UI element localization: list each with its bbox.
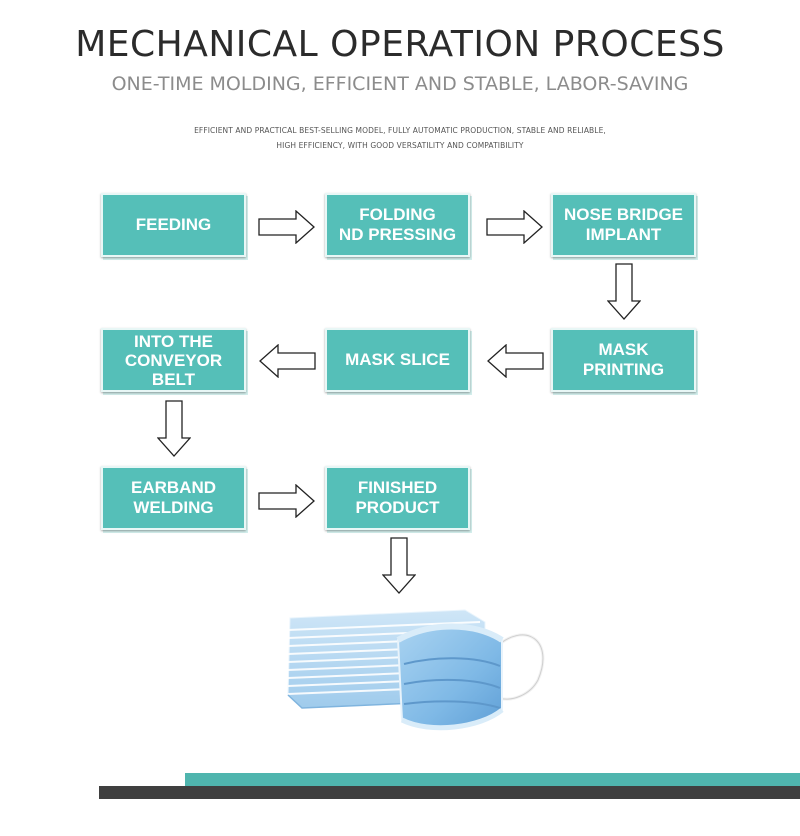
step-earband-welding: EARBAND WELDING	[101, 466, 246, 530]
single-mask	[396, 623, 504, 731]
step-finished-product: FINISHED PRODUCT	[325, 466, 470, 530]
arrow-right-icon	[258, 484, 315, 518]
arrow-right-icon	[486, 210, 543, 244]
step-nose-bridge-implant: NOSE BRIDGE IMPLANT	[551, 193, 696, 257]
step-mask-slice: MASK SLICE	[325, 328, 470, 392]
arrow-down-icon	[607, 263, 641, 320]
face-masks-image	[287, 609, 545, 731]
page-subtitle: ONE-TIME MOLDING, EFFICIENT AND STABLE, …	[111, 73, 689, 95]
arrow-down-icon	[157, 400, 191, 457]
step-mask-printing: MASK PRINTING	[551, 328, 696, 392]
arrow-right-icon	[258, 210, 315, 244]
arrow-down-icon	[382, 537, 416, 594]
step-feeding: FEEDING	[101, 193, 246, 257]
arrow-left-icon	[487, 344, 544, 378]
accent-bar	[185, 773, 800, 786]
description-line-1: EFFICIENT AND PRACTICAL BEST-SELLING MOD…	[194, 126, 606, 135]
footer-bar	[99, 786, 800, 799]
arrow-left-icon	[259, 344, 316, 378]
page-title: MECHANICAL OPERATION PROCESS	[75, 24, 725, 65]
step-folding-pressing: FOLDING ND PRESSING	[325, 193, 470, 257]
step-conveyor-belt: INTO THE CONVEYOR BELT	[101, 328, 246, 392]
description-line-2: HIGH EFFICIENCY, WITH GOOD VERSATILITY A…	[276, 141, 524, 150]
